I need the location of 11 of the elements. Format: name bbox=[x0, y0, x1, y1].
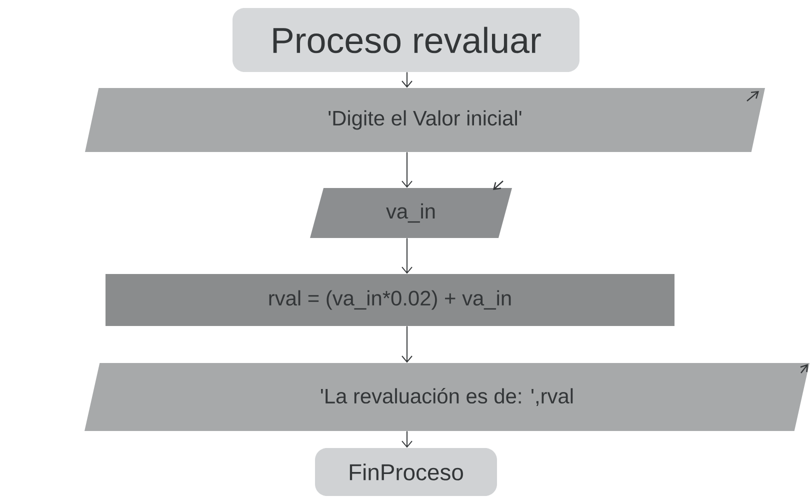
arrow bbox=[402, 72, 412, 88]
input-parallelogram: va_in bbox=[310, 188, 512, 238]
terminal-box: FinProceso bbox=[315, 448, 497, 496]
arrow bbox=[402, 152, 412, 188]
terminal-box: Proceso revaluar bbox=[232, 8, 580, 72]
output-parallelogram: 'La revaluación es de: ',rval bbox=[84, 363, 810, 431]
arrow bbox=[402, 326, 412, 363]
process-box: rval = (va_in*0.02) + va_in bbox=[106, 274, 674, 326]
arrow bbox=[402, 238, 412, 274]
input-parallelogram: 'Digite el Valor inicial' bbox=[85, 88, 765, 152]
arrow bbox=[402, 430, 412, 448]
